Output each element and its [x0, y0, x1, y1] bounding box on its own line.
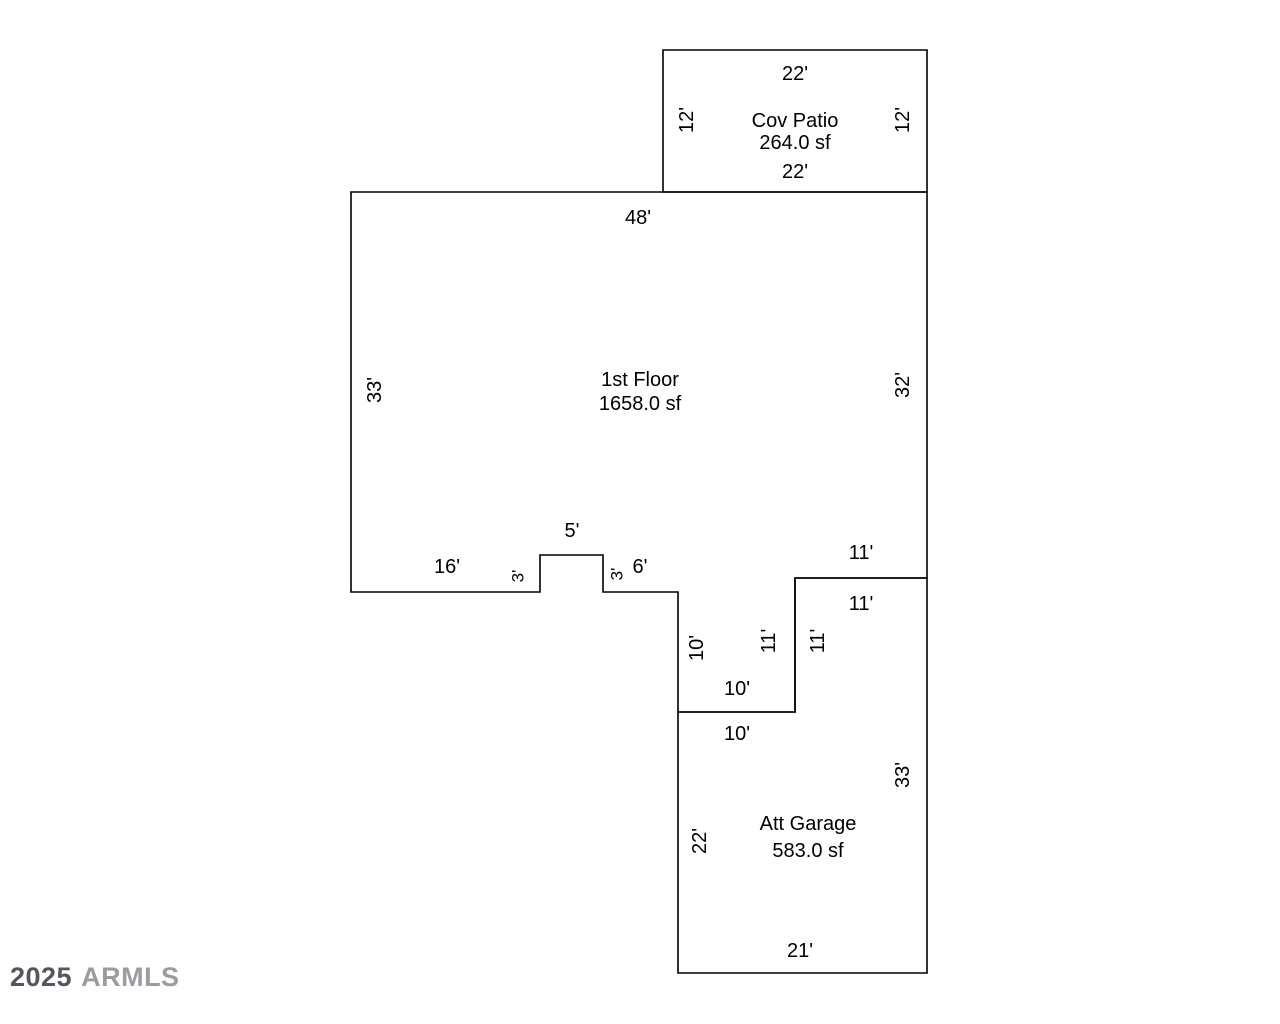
dim-notch-top-5: 5': [564, 520, 580, 542]
dim-step-11-left: 11': [758, 628, 780, 654]
dim-bottom-6: 6': [632, 556, 648, 578]
first-floor-dim-top: 48': [624, 207, 652, 229]
garage-room-name: Att Garage: [759, 813, 857, 835]
garage-room-area: 583.0 sf: [772, 840, 844, 862]
patio-dim-top: 22': [781, 63, 809, 85]
dim-step-11-right: 11': [807, 628, 829, 654]
first-floor-dim-right: 32': [892, 371, 914, 399]
watermark-year: 2025: [10, 962, 73, 992]
dim-notch-right-3: 3': [607, 567, 627, 581]
garage-dim-bottom: 21': [786, 940, 814, 962]
garage-dim-right: 33': [892, 761, 914, 789]
patio-room-name: Cov Patio: [751, 110, 839, 132]
patio-dim-left: 12': [676, 106, 698, 134]
patio-dim-bottom: 22': [781, 161, 809, 183]
armls-logo: ARMLS: [81, 962, 180, 992]
first-floor-dim-left: 33': [364, 376, 386, 404]
garage-dim-left: 22': [689, 827, 711, 855]
first-floor-room-name: 1st Floor: [601, 369, 679, 391]
patio-room-area: 264.0 sf: [759, 132, 831, 154]
armls-watermark: 2025 ARMLS: [10, 962, 180, 993]
dim-garage-top-11-below: 11': [848, 593, 874, 615]
dim-bottom-16: 16': [433, 556, 461, 578]
dim-step-10-above: 10': [723, 678, 751, 700]
dim-step-vertical-10: 10': [686, 634, 708, 662]
patio-dim-right: 12': [892, 106, 914, 134]
att-garage-outline: [677, 577, 928, 974]
dim-notch-left-3: 3': [508, 569, 528, 583]
dim-garage-top-11-above: 11': [848, 542, 874, 564]
first-floor-outline: [350, 191, 928, 713]
dim-step-10-below: 10': [723, 723, 751, 745]
first-floor-room-area: 1658.0 sf: [598, 393, 682, 415]
